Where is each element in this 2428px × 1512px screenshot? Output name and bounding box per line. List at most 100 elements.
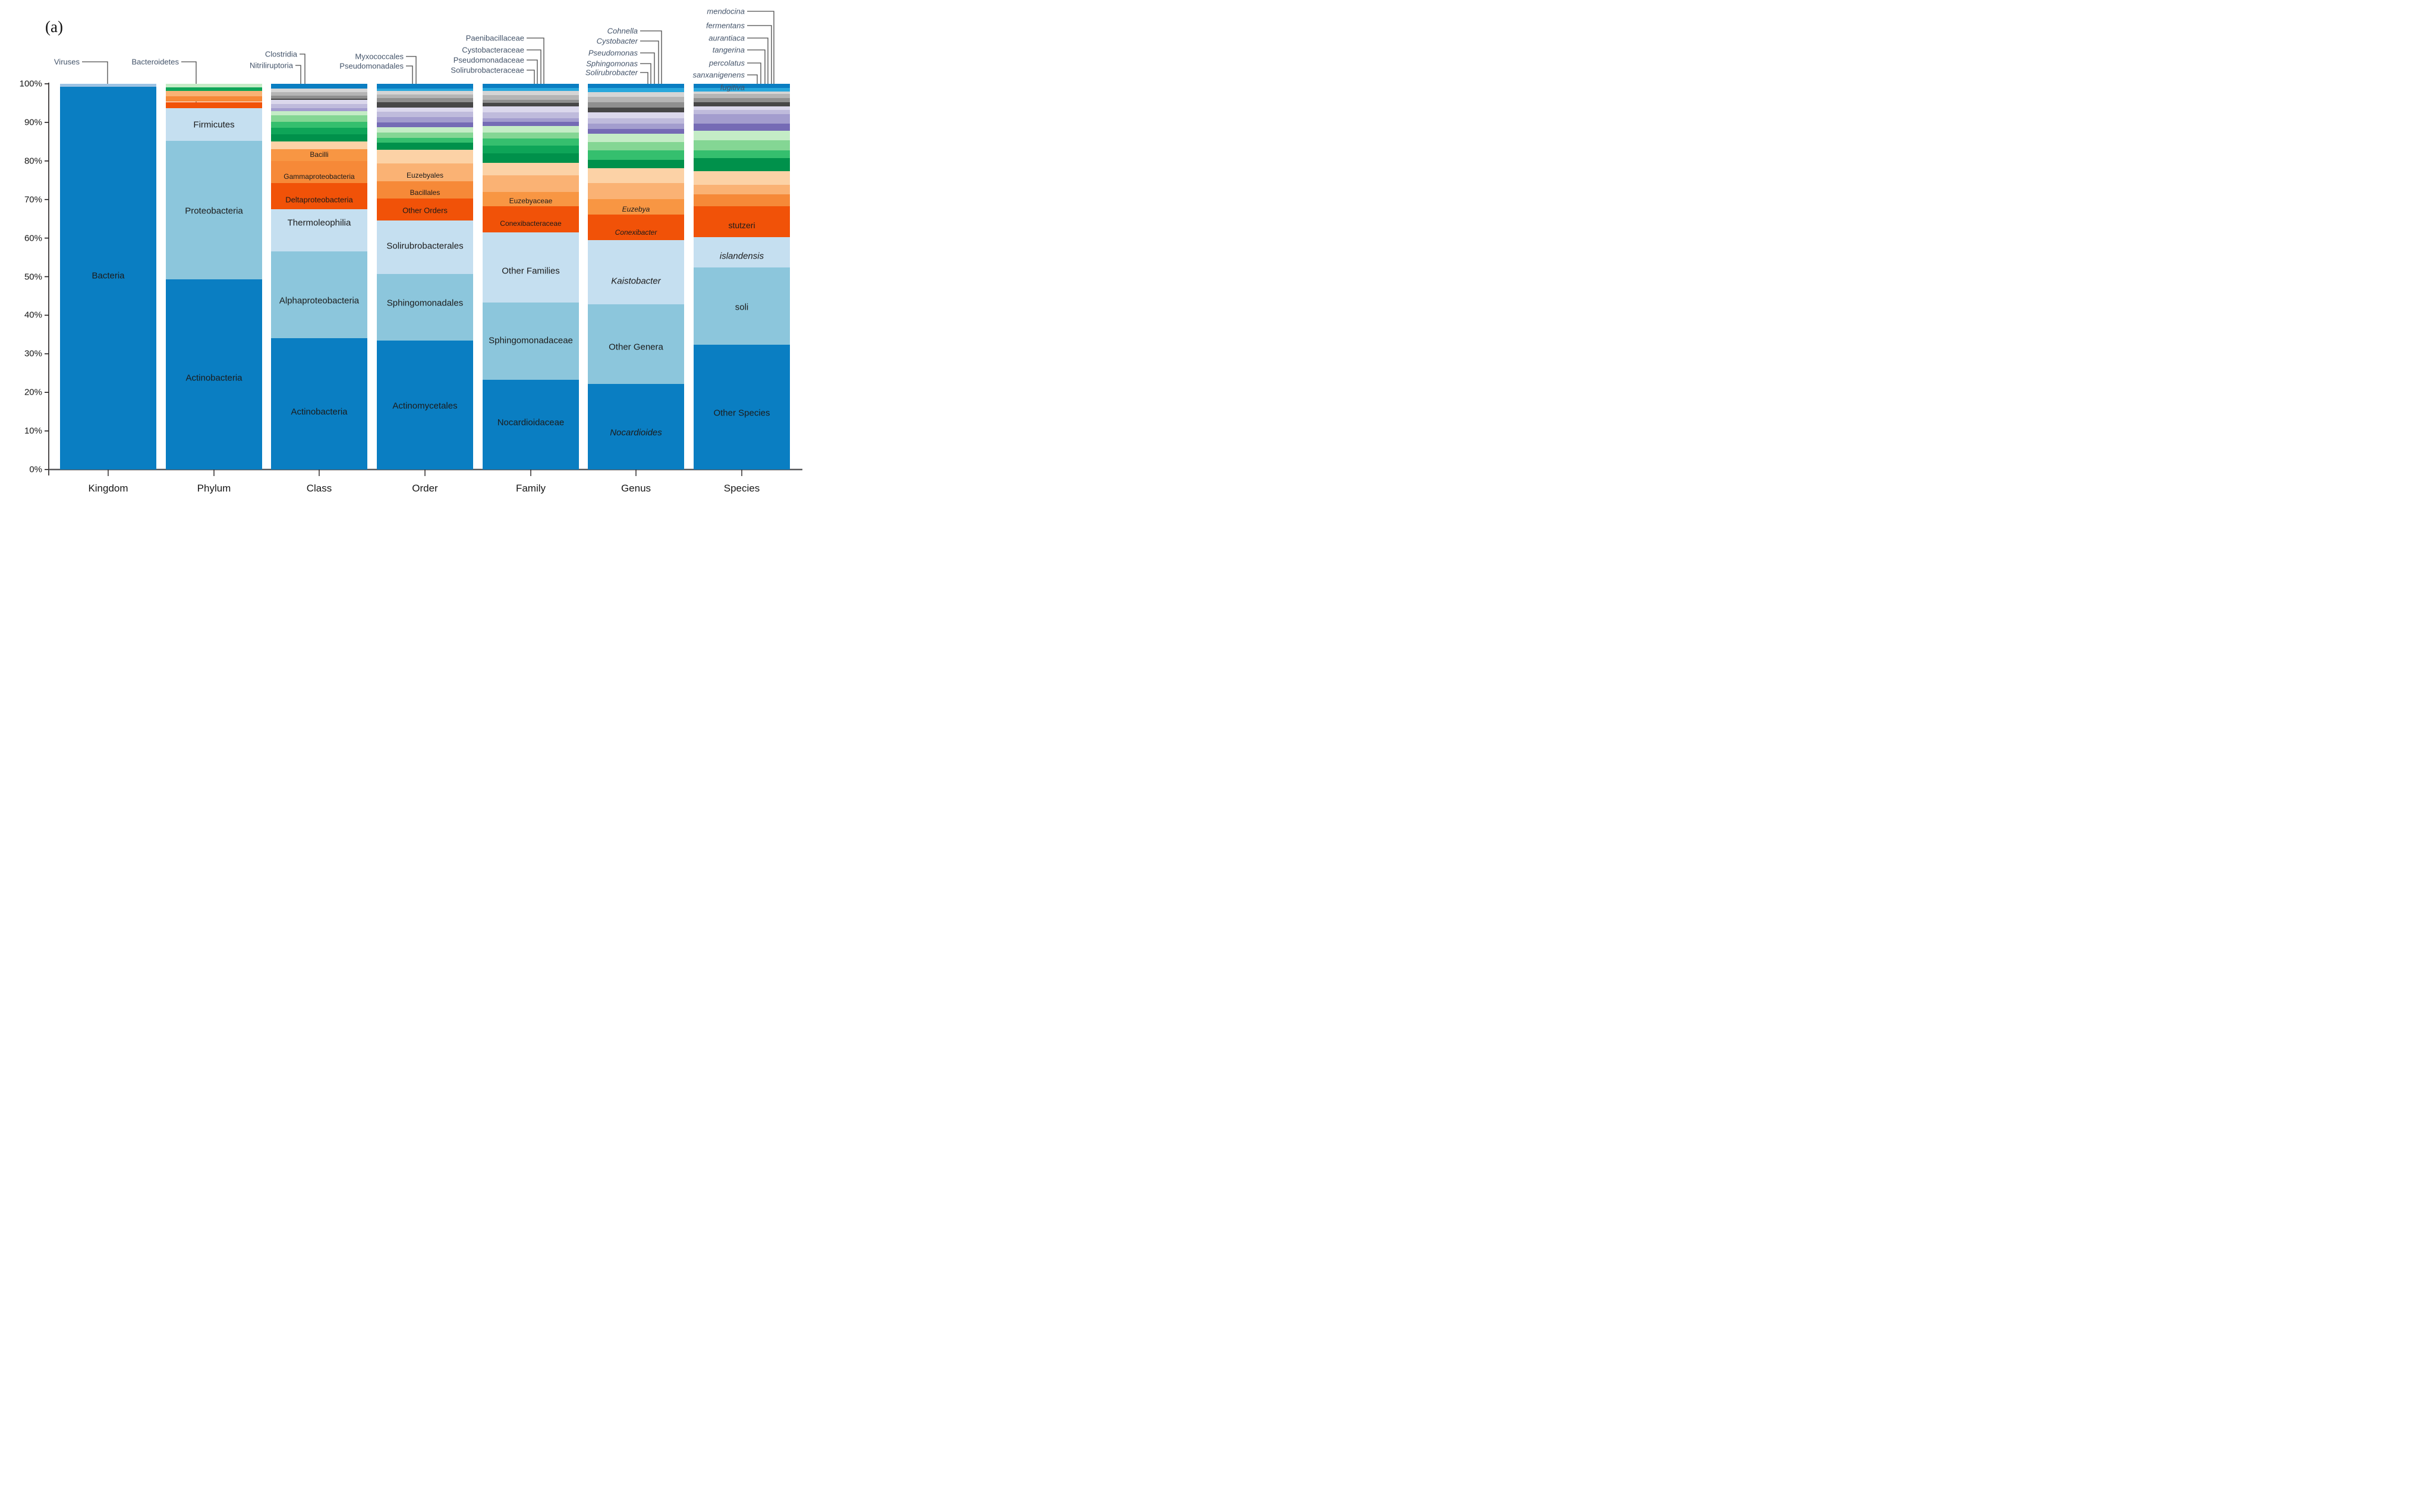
segment-label-alphaproteobacteria: Alphaproteobacteria: [279, 295, 360, 306]
segment-family-lavender: [483, 112, 579, 118]
segment-genus-darkblue: [588, 84, 684, 89]
segment-family-green: [483, 146, 579, 154]
segment-label-conexibacter: Conexibacter: [615, 228, 657, 237]
segment-family-sphingomonadaceae: [483, 302, 579, 380]
figure-panel-label: (a): [45, 18, 63, 36]
y-tick-label-90: 90%: [24, 117, 42, 128]
segment-species-lavender: [694, 110, 790, 115]
segment-label-actinomycetales: Actinomycetales: [392, 401, 458, 411]
segment-phylum-firmicutes: [166, 108, 262, 141]
segment-phylum-palegreen: [166, 84, 262, 88]
segment-class-clostridia: [271, 134, 367, 142]
segment-genus-kaistobacter: [588, 240, 684, 305]
segment-order-actinomycetales: [377, 340, 473, 470]
segment-order-palegreen: [377, 127, 473, 133]
segment-label-actinobacteria: Actinobacteria: [291, 407, 348, 417]
callout-label-nitriliruptoria: Nitriliruptoria: [250, 61, 293, 70]
segment-order-lightgreen: [377, 132, 473, 138]
segment-order-blackgray: [377, 102, 473, 108]
segment-family-palelav: [483, 106, 579, 113]
segment-family-other-families: [483, 232, 579, 303]
segment-species-lightgray: [694, 91, 790, 94]
callout-label-clostridia: Clostridia: [264, 49, 297, 59]
segment-class-deltaproteobacteria: [271, 183, 367, 209]
segment-label-euzebyales: Euzebyales: [406, 171, 444, 179]
segment-species-fugitiva: [694, 194, 790, 206]
callout-label-percolatus: percolatus: [709, 58, 745, 68]
segment-genus-cystobacter: [588, 141, 684, 151]
segment-species-mendocina: [694, 130, 790, 141]
callout-label-paenibacillaceae: Paenibacillaceae: [465, 33, 524, 43]
segment-class-palegreen: [271, 111, 367, 115]
segment-genus-medgray: [588, 102, 684, 108]
segment-class-medgray: [271, 96, 367, 99]
segment-label-sphingomonadales: Sphingomonadales: [386, 298, 464, 308]
segment-order-other-orders: [377, 199, 473, 220]
segment-label-firmicutes: Firmicutes: [193, 119, 235, 130]
segment-species-darkpurple: [694, 124, 790, 131]
segment-phylum-proteobacteria: [166, 141, 262, 280]
segment-genus-gray: [588, 97, 684, 103]
segment-species-sanxanigenens: [694, 185, 790, 195]
segment-phylum-orange: [166, 96, 262, 102]
segment-species-palelav: [694, 106, 790, 111]
callout-label-fugitiva: fugitiva: [720, 83, 745, 92]
segment-species-tangerina: [694, 158, 790, 171]
segment-class-medgreen: [271, 122, 367, 128]
callout-label-bacteroidetes: Bacteroidetes: [131, 57, 179, 67]
segment-class-alphaproteobacteria: [271, 251, 367, 339]
segment-family-purple: [483, 118, 579, 122]
segment-label-proteobacteria: Proteobacteria: [185, 206, 243, 216]
segment-order-sphingomonadales: [377, 273, 473, 341]
segment-genus-lavender: [588, 118, 684, 124]
segment-species-blackgray: [694, 102, 790, 106]
segment-class-bacilli: [271, 149, 367, 161]
segment-species-islandensis: [694, 237, 790, 267]
segment-family-conexibacteraceae: [483, 206, 579, 232]
callout-label-solirubrobacteraceae: Solirubrobacteraceae: [451, 65, 524, 75]
category-label-class: Class: [306, 483, 332, 494]
segment-genus-nocardioides: [588, 383, 684, 470]
segment-order-medgray: [377, 98, 473, 103]
y-tick-label-70: 70%: [24, 194, 42, 205]
segment-order-euzebyales: [377, 163, 473, 182]
y-tick-label-60: 60%: [24, 233, 42, 244]
segment-species-other-species: [694, 344, 790, 470]
segment-species-cyan: [694, 88, 790, 92]
category-label-family: Family: [515, 483, 546, 494]
segment-label-solirubrobacterales: Solirubrobacterales: [386, 241, 464, 251]
segment-label-gammaproteobacteria: Gammaproteobacteria: [284, 172, 355, 181]
callout-label-pseudomonas: Pseudomonas: [588, 48, 638, 58]
segment-genus-medgreen: [588, 150, 684, 160]
segment-family-blackgray: [483, 103, 579, 107]
segment-label-euzebyaceae: Euzebyaceae: [509, 196, 553, 205]
segment-label-conexibacteraceae: Conexibacteraceae: [500, 219, 562, 228]
segment-genus-sphingomonas: [588, 168, 684, 184]
segment-genus-pseudomonas: [588, 159, 684, 169]
segment-class-purple: [271, 108, 367, 112]
segment-order-gray: [377, 94, 473, 98]
segment-family-solirubrobacteraceae: [483, 175, 579, 192]
segment-label-other-species: Other Species: [713, 408, 770, 418]
callout-label-myxococcales: Myxococcales: [355, 52, 404, 61]
callout-label-sanxanigenens: sanxanigenens: [692, 70, 745, 80]
segment-order-myxococcales: [377, 142, 473, 150]
segment-family-pseudomonadaceae: [483, 163, 579, 176]
segment-genus-solirubrobacter: [588, 183, 684, 200]
segment-class-nitriliruptoria: [271, 141, 367, 150]
callout-label-tangerina: tangerina: [712, 45, 745, 55]
segment-family-cyan: [483, 88, 579, 91]
y-tick-label-20: 20%: [24, 387, 42, 398]
segment-species-gray: [694, 93, 790, 98]
category-label-order: Order: [412, 483, 438, 494]
y-tick-label-0: 0%: [29, 464, 42, 475]
y-tick-label-30: 30%: [24, 348, 42, 359]
segment-phylum-green: [166, 87, 262, 92]
segment-kingdom-bacteria: [60, 86, 156, 470]
